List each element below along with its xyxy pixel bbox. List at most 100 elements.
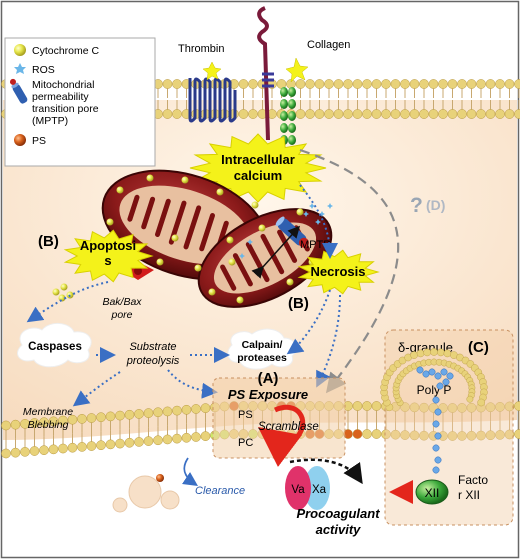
- lipid-head: [143, 436, 154, 446]
- calcium-burst-shape: [189, 133, 327, 203]
- granule-lipid: [416, 349, 425, 358]
- ros-star-icon: [14, 63, 26, 74]
- legend-label-ros: ROS: [32, 64, 55, 76]
- lipid-head: [428, 79, 439, 89]
- collagen-bead: [288, 135, 296, 145]
- collagen-receptor-chain: [257, 6, 270, 141]
- lipid-head: [514, 429, 520, 439]
- legend-label-mptp-1: Mitochondrial: [32, 79, 94, 91]
- mptp-label: MPTP: [300, 239, 331, 251]
- apoptosis-label-1: Apoptosi: [80, 238, 136, 253]
- lipid-head: [153, 407, 163, 418]
- polyp-bead: [434, 456, 442, 464]
- question-mark: ?: [410, 194, 423, 217]
- lipid-head: [86, 441, 97, 451]
- lipid-head: [238, 79, 249, 89]
- calpain-cloud: [227, 328, 297, 370]
- polyp-bead: [422, 370, 430, 378]
- collagen-bead: [288, 111, 296, 121]
- ros-star: [315, 219, 321, 225]
- necrosis-label: Necrosis: [311, 264, 366, 279]
- lipid-head: [48, 416, 59, 427]
- lipid-head: [485, 79, 496, 89]
- lipid-head: [447, 109, 458, 119]
- bak-bax-label-1: Bak/Bax: [102, 296, 142, 308]
- lipid-head: [105, 411, 116, 422]
- ps-exposure-label: PS Exposure: [228, 387, 308, 402]
- lipid-head: [352, 429, 363, 439]
- granule-lipid: [477, 398, 486, 407]
- polyp-bead: [428, 368, 436, 376]
- collagen-bead: [280, 123, 288, 133]
- thrombin-receptor-coil: [188, 77, 237, 123]
- lipid-head: [200, 403, 211, 413]
- cytochrome-c-icon: [14, 44, 26, 56]
- blue-pathway-arrows: [26, 184, 341, 407]
- lipid-head: [77, 442, 87, 452]
- polyp-bead: [442, 378, 450, 386]
- granule-lipid: [410, 351, 418, 359]
- lipid-head: [476, 109, 486, 119]
- lipid-head: [105, 439, 116, 450]
- lipid-head: [400, 79, 410, 89]
- pc-mark: PC: [238, 437, 253, 449]
- lipid-head: [305, 79, 315, 89]
- ros-star: [247, 239, 253, 245]
- polyp-bead: [432, 466, 440, 474]
- legend-box: [4, 37, 156, 167]
- lipid-head: [504, 79, 515, 89]
- ps-mark: PS: [238, 409, 253, 421]
- lipid-head: [10, 419, 21, 430]
- collagen-label: Collagen: [307, 39, 350, 51]
- apoptosis-burst: [63, 229, 154, 283]
- lipid-head: [67, 442, 78, 453]
- lipid-head: [29, 418, 40, 428]
- lipid-head: [485, 109, 496, 119]
- legend-label-mptp-4: (MPTP): [32, 115, 68, 127]
- lipid-head: [438, 109, 448, 119]
- cytochrome-dot: [216, 188, 224, 196]
- lipid-head: [419, 402, 429, 413]
- lipid-head: [20, 446, 30, 457]
- granule-lipid: [430, 348, 438, 356]
- polyp-chain: [416, 366, 454, 474]
- granule-lipid: [436, 348, 445, 357]
- lipid-head: [295, 79, 306, 89]
- lipid-head: [447, 79, 458, 89]
- thrombin-receptor: Thrombin: [178, 43, 237, 123]
- lipid-head: [96, 412, 106, 423]
- lipid-head: [29, 446, 40, 456]
- lipid-head: [466, 109, 477, 119]
- lipid-head: [191, 432, 201, 442]
- va-label: Va: [291, 484, 305, 496]
- calcium-label-2: calcium: [234, 168, 282, 183]
- lipid-head: [115, 438, 125, 449]
- lipid-head: [409, 109, 420, 119]
- legend-label-ps: PS: [32, 135, 46, 147]
- collagen-bead: [288, 99, 296, 109]
- substrate-label-1: Substrate: [129, 341, 176, 353]
- collagen-burst-icon: [285, 57, 309, 83]
- granule-lipid: [423, 348, 432, 357]
- cytochrome-dot: [258, 224, 266, 232]
- collagen-bead: [288, 87, 296, 97]
- lipid-head: [58, 443, 68, 454]
- ps-icon: [14, 134, 26, 146]
- polyp-bead: [436, 382, 444, 390]
- lipid-head: [1, 448, 11, 459]
- procoag-label-2: activity: [316, 522, 362, 537]
- lipid-head: [305, 109, 315, 119]
- lipid-head: [86, 413, 97, 423]
- lipid-head: [495, 109, 505, 119]
- ros-star: [239, 253, 245, 259]
- lipid-head: [124, 409, 135, 420]
- lipid-head: [314, 79, 325, 89]
- polyp-bead: [416, 366, 424, 374]
- lipid-head: [352, 109, 363, 119]
- legend: Cytochrome C ROS Mitochondrial permeabil…: [4, 37, 156, 167]
- lipid-head: [77, 414, 87, 424]
- cytochrome-dot: [228, 258, 236, 266]
- d-label: (D): [426, 197, 445, 213]
